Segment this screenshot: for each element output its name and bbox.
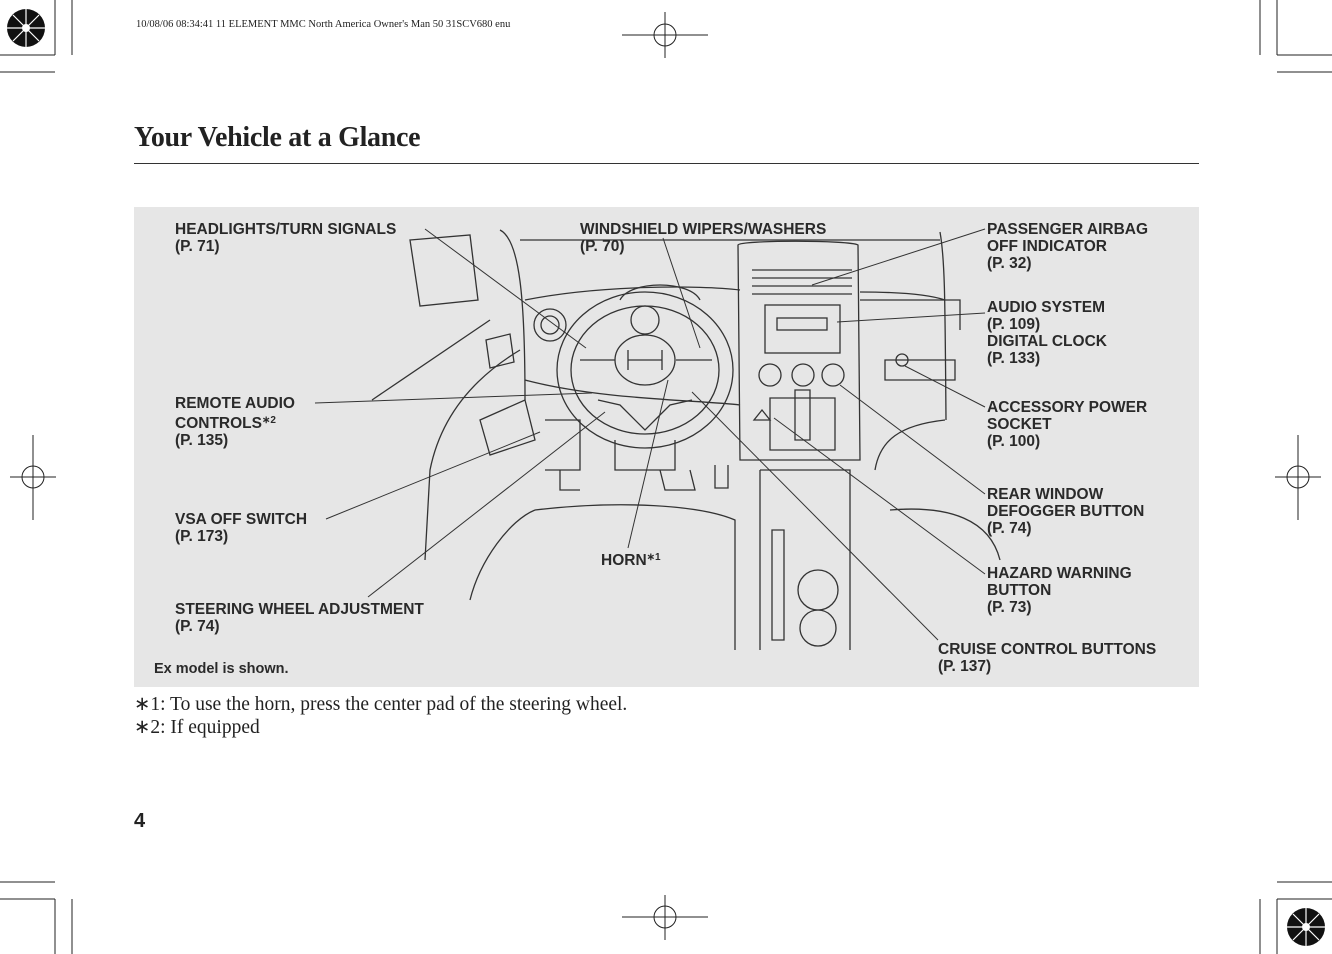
label-page-ref: (P. 135): [175, 432, 229, 449]
label-text: VSA OFF SWITCH: [175, 511, 308, 528]
label-page-ref: (P. 133): [987, 350, 1041, 367]
label-text: DIGITAL CLOCK: [987, 333, 1107, 350]
label-text: HORN: [601, 552, 647, 569]
label-page-ref: (P. 109): [987, 316, 1041, 333]
label-text: CRUISE CONTROL BUTTONS: [938, 641, 1157, 658]
label-text: OFF INDICATOR: [987, 238, 1107, 255]
label-text: CONTROLS: [175, 415, 262, 432]
label-text: REMOTE AUDIO: [175, 395, 295, 412]
label-rear-window-defogger: REAR WINDOW DEFOGGER BUTTON (P. 74): [987, 486, 1144, 537]
model-note: Ex model is shown.: [154, 661, 289, 677]
label-steering-wheel-adjustment: STEERING WHEEL ADJUSTMENT (P. 74): [175, 601, 424, 635]
label-page-ref: (P. 71): [175, 238, 220, 255]
label-page-ref: (P. 100): [987, 433, 1041, 450]
label-page-ref: (P. 173): [175, 528, 229, 545]
label-page-ref: (P. 137): [938, 658, 992, 675]
label-text: HEADLIGHTS/TURN SIGNALS: [175, 221, 397, 238]
registration-targets: [10, 12, 1321, 940]
label-text: ACCESSORY POWER: [987, 399, 1148, 416]
label-page-ref: (P. 32): [987, 255, 1032, 272]
label-page-ref: (P. 73): [987, 599, 1032, 616]
footnote-if-equipped: ∗2: If equipped: [134, 717, 260, 738]
footnote-mark: ∗2: [261, 415, 276, 426]
label-text: PASSENGER AIRBAG: [987, 221, 1149, 238]
label-page-ref: (P. 70): [580, 238, 625, 255]
label-text: HAZARD WARNING: [987, 565, 1132, 582]
dashboard-line-art: [371, 229, 1001, 650]
label-text: BUTTON: [987, 582, 1052, 599]
label-windshield-wipers: WINDSHIELD WIPERS/WASHERS (P. 70): [580, 221, 826, 255]
label-text-with-mark: CONTROLS∗2: [175, 412, 295, 432]
label-page-ref: (P. 74): [175, 618, 220, 635]
label-text-with-mark: HORN∗1: [601, 549, 661, 569]
label-audio-system-clock: AUDIO SYSTEM (P. 109) DIGITAL CLOCK (P. …: [987, 299, 1107, 367]
title-rule: [134, 163, 1199, 164]
label-text: WINDSHIELD WIPERS/WASHERS: [580, 221, 827, 238]
label-horn: HORN∗1: [601, 549, 661, 569]
label-headlights-turn-signals: HEADLIGHTS/TURN SIGNALS (P. 71): [175, 221, 396, 255]
label-text: REAR WINDOW: [987, 486, 1104, 503]
leader-lines: [314, 228, 986, 641]
footnote-horn: ∗1: To use the horn, press the center pa…: [134, 694, 628, 715]
label-text: AUDIO SYSTEM: [987, 299, 1105, 316]
label-accessory-power-socket: ACCESSORY POWER SOCKET (P. 100): [987, 399, 1147, 450]
label-cruise-control-buttons: CRUISE CONTROL BUTTONS (P. 137): [938, 641, 1156, 675]
print-stamp: 10/08/06 08:34:41 11 ELEMENT MMC North A…: [136, 19, 511, 30]
page-title: Your Vehicle at a Glance: [134, 122, 421, 153]
page-number: 4: [134, 810, 146, 832]
label-page-ref: (P. 74): [987, 520, 1032, 537]
label-hazard-warning-button: HAZARD WARNING BUTTON (P. 73): [987, 565, 1132, 616]
label-text: DEFOGGER BUTTON: [987, 503, 1145, 520]
label-remote-audio-controls: REMOTE AUDIO CONTROLS∗2 (P. 135): [175, 395, 295, 449]
label-vsa-off-switch: VSA OFF SWITCH (P. 173): [175, 511, 307, 545]
label-text: STEERING WHEEL ADJUSTMENT: [175, 601, 424, 618]
label-text: SOCKET: [987, 416, 1052, 433]
label-passenger-airbag-off: PASSENGER AIRBAG OFF INDICATOR (P. 32): [987, 221, 1148, 272]
starburst-marks: [7, 9, 1325, 946]
footnote-mark: ∗1: [646, 552, 661, 563]
